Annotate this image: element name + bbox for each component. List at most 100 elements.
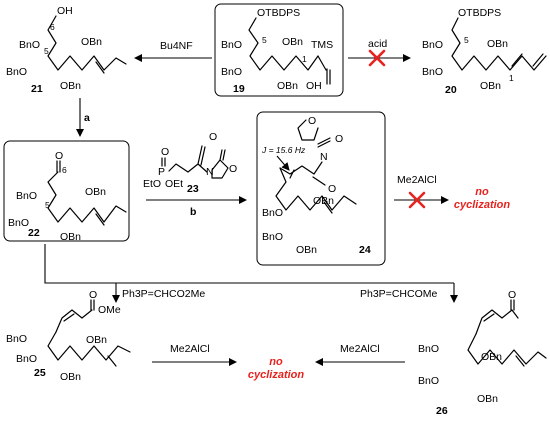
no-cyclization-label: cyclization	[454, 199, 511, 211]
compound-23-oxazolidinone-ring	[211, 159, 229, 179]
bno-label: BnO	[221, 66, 242, 78]
position-5-label: 5	[44, 46, 49, 56]
compound-number: 26	[436, 405, 448, 417]
compound-24-oxazolidinone-ring	[297, 119, 319, 141]
compound-19-box	[214, 3, 344, 97]
compound-25-alkene	[63, 313, 75, 322]
compound-24: O O N O J = 15.6 Hz BnO BnO OBn OBn 24	[256, 111, 386, 266]
obn-label: OBn	[86, 334, 107, 346]
coupling-constant-label: J = 15.6 Hz	[261, 145, 306, 155]
bno-label: BnO	[8, 217, 29, 229]
position-1-label: 1	[302, 54, 307, 64]
compound-26-alkene	[483, 313, 495, 322]
obn-label: OBn	[277, 80, 298, 92]
compound-22-box	[3, 140, 130, 242]
compound-25-z-alkene	[107, 355, 117, 367]
compound-23: O O P N O EtO OEt 23	[143, 131, 237, 195]
reagent-ph3p-ester: Ph3P=CHCO2Me	[122, 288, 205, 300]
compound-20: OTBDPS BnO BnO OBn OBn 5 1 20	[422, 7, 547, 96]
compound-21: OH BnO BnO OBn OBn 6 5 21	[6, 5, 127, 95]
reagent-ph3p-ketone: Ph3P=CHCOMe	[360, 288, 437, 300]
position-6-label: 6	[50, 22, 55, 32]
tms-label: TMS	[311, 39, 333, 51]
failed-reaction-x-icon	[408, 191, 426, 209]
bno-label: BnO	[418, 343, 439, 355]
compound-25-acrylate	[55, 299, 95, 333]
compound-22: O BnO BnO OBn OBn 6 5 22	[3, 140, 130, 243]
compound-23-ring-carbonyl	[219, 149, 226, 161]
obn-label: OBn	[282, 36, 303, 48]
no-cyclization-label: no	[269, 356, 283, 368]
position-6-label: 6	[62, 165, 67, 175]
obn-label: OBn	[60, 80, 81, 92]
bno-label: BnO	[262, 231, 283, 243]
obn-label: OBn	[313, 195, 334, 207]
compound-19-vinyl	[317, 55, 331, 85]
failed-reaction-x-icon	[368, 49, 386, 67]
no-cyclization-label: no	[475, 186, 489, 198]
compound-23-chain	[168, 145, 208, 173]
otbdps-label: OTBDPS	[458, 7, 501, 19]
reagent-bu4nf: Bu4NF	[160, 40, 193, 52]
oh-label: OH	[306, 80, 322, 92]
position-1-label: 1	[509, 73, 514, 83]
bno-label: BnO	[6, 66, 27, 78]
compound-25-backbone	[47, 331, 131, 361]
carbonyl-o-label: O	[89, 289, 97, 301]
compound-number: 21	[31, 83, 43, 95]
coupling-arrow	[276, 155, 290, 171]
compound-24-box	[256, 111, 386, 266]
compound-number: 22	[28, 227, 40, 239]
bno-label: BnO	[221, 39, 242, 51]
reagent-acid: acid	[368, 38, 387, 50]
compound-24-ring-carbonyl	[317, 137, 331, 148]
carbonyl-o-label: O	[209, 131, 217, 143]
oh-label: OH	[57, 5, 73, 17]
bno-label: BnO	[19, 39, 40, 51]
obn-label: OBn	[487, 38, 508, 50]
compound-24-backbone	[275, 167, 357, 211]
compound-19: OTBDPS BnO BnO OBn OBn TMS OH 5 1 19	[214, 3, 344, 97]
step-a-label: a	[84, 112, 90, 124]
compound-20-double-bonds	[511, 53, 544, 67]
compound-24-alkene	[289, 169, 295, 179]
no-cyclization-label: cyclization	[248, 369, 305, 381]
eto-label: EtO	[143, 178, 161, 190]
reagent-me2alcl: Me2AlCl	[397, 174, 437, 186]
ring-o-label: O	[308, 115, 316, 127]
bno-label: BnO	[16, 190, 37, 202]
obn-label: OBn	[480, 80, 501, 92]
step-b-label: b	[190, 206, 196, 218]
obn-label: OBn	[60, 371, 81, 383]
bno-label: BnO	[16, 353, 37, 365]
reagent-me2alcl: Me2AlCl	[170, 343, 210, 355]
phosphoryl-o-label: O	[161, 146, 169, 158]
otbdps-label: OTBDPS	[257, 7, 300, 19]
bno-label: BnO	[262, 207, 283, 219]
obn-label: OBn	[477, 393, 498, 405]
compound-21-z-alkene	[95, 61, 105, 74]
compound-21-backbone	[47, 15, 127, 71]
branch-line	[44, 244, 454, 284]
compound-26-backbone	[467, 333, 547, 365]
bno-label: BnO	[422, 66, 443, 78]
ome-label: OMe	[98, 304, 121, 316]
carbonyl-o-label: O	[55, 150, 63, 162]
compound-number: 19	[233, 83, 245, 95]
ring-carbonyl-o-label: O	[335, 133, 343, 145]
obn-label: OBn	[85, 186, 106, 198]
compound-26: O BnO BnO OBn OBn 26	[418, 289, 547, 417]
bno-label: BnO	[422, 39, 443, 51]
compound-20-backbone	[451, 17, 547, 71]
n-label: N	[206, 166, 214, 178]
compound-19-backbone	[248, 17, 319, 71]
compound-26-enone	[475, 299, 519, 335]
obn-label: OBn	[296, 244, 317, 256]
compound-25: O OMe BnO BnO OBn OBn 25	[6, 289, 131, 383]
position-5-label: 5	[262, 35, 267, 45]
compound-number: 25	[34, 367, 46, 379]
obn-label: OBn	[60, 231, 81, 243]
bno-label: BnO	[6, 333, 27, 345]
